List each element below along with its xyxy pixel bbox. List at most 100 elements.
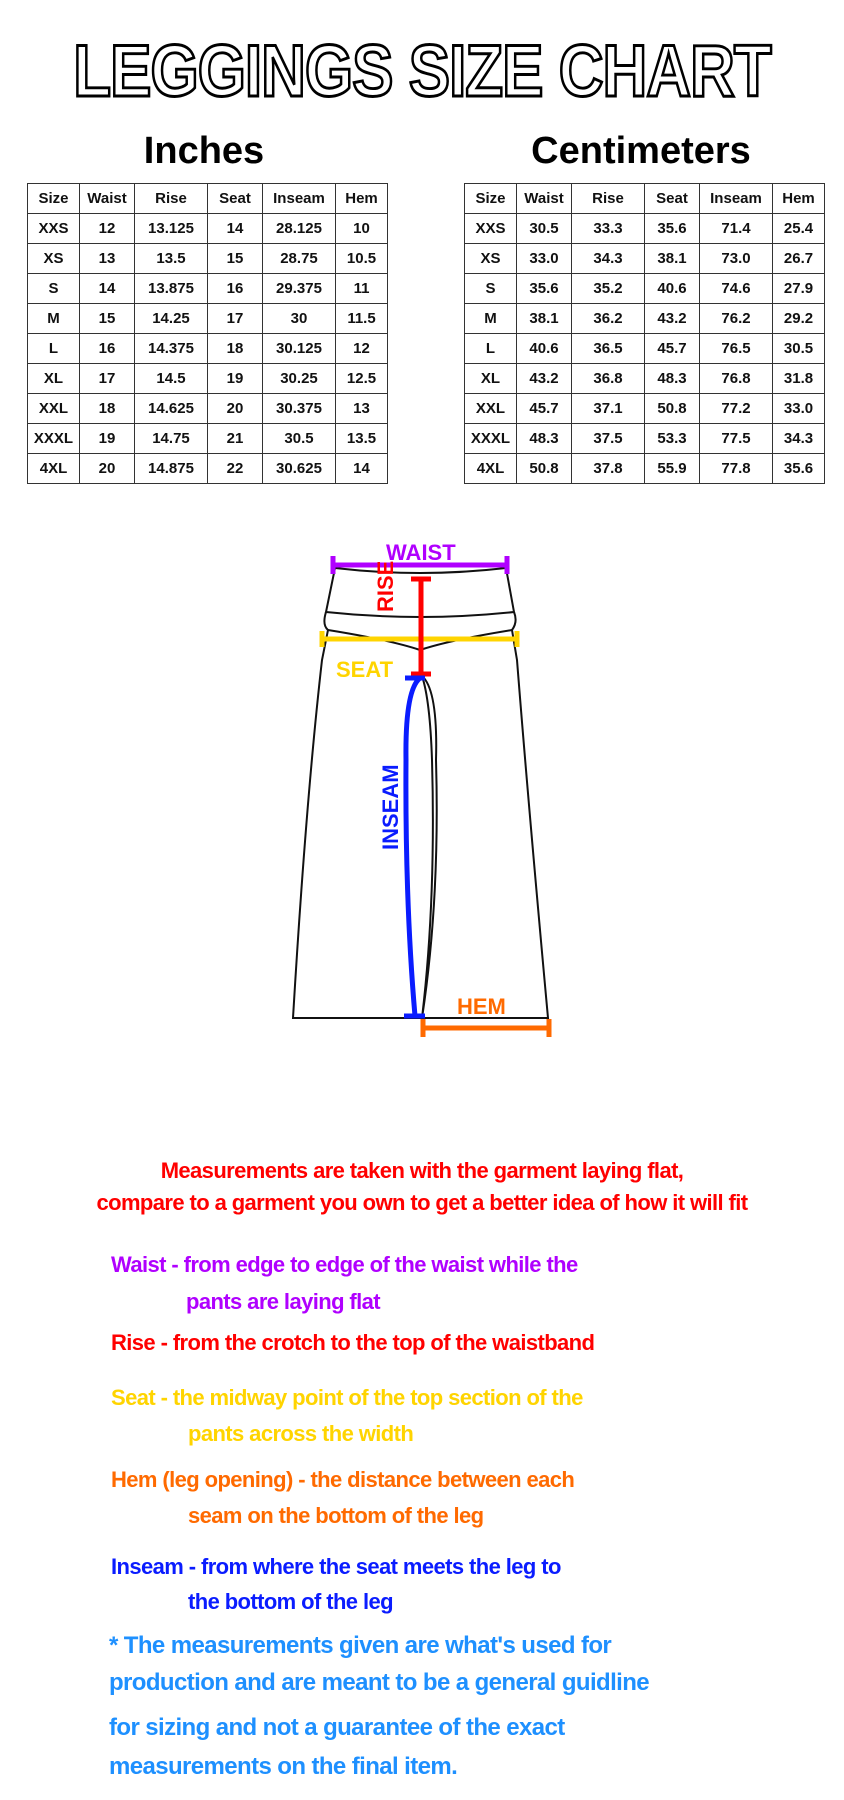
- seat-definition-line1: Seat - the midway point of the top secti…: [111, 1385, 583, 1410]
- table-cell: 13.125: [134, 213, 208, 244]
- table-cell: 27.9: [772, 273, 825, 304]
- waist-definition-line2: pants are laying flat: [186, 1289, 381, 1314]
- disclaimer-line2: production and are meant to be a general…: [109, 1669, 650, 1696]
- hem-definition-line1: Hem (leg opening) - the distance between…: [111, 1467, 575, 1492]
- table-cell: 15: [207, 243, 263, 274]
- inches-heading: Inches: [143, 130, 265, 172]
- table-cell: 33.3: [571, 213, 645, 244]
- table-cell: 31.8: [772, 363, 825, 394]
- table-cell: 53.3: [644, 423, 700, 454]
- table-cell: 10: [335, 213, 388, 244]
- table-cell: 38.1: [516, 303, 572, 334]
- table-cell: 14.5: [134, 363, 208, 394]
- table-cell: 18: [79, 393, 135, 424]
- table-cell: 13.5: [335, 423, 388, 454]
- table-cell: 35.6: [644, 213, 700, 244]
- table-cell: 77.8: [699, 453, 773, 484]
- table-cell: 43.2: [644, 303, 700, 334]
- table-cell: 50.8: [516, 453, 572, 484]
- table-cell: 14.375: [134, 333, 208, 364]
- rise-label: RISE: [373, 560, 398, 612]
- table-cell: 22: [207, 453, 263, 484]
- table-cell: 74.6: [699, 273, 773, 304]
- column-header: Inseam: [262, 183, 336, 214]
- table-cell: 30.375: [262, 393, 336, 424]
- hem-label: HEM: [457, 994, 506, 1019]
- table-cell: 30.125: [262, 333, 336, 364]
- table-cell: 30.5: [516, 213, 572, 244]
- table-cell: 14.625: [134, 393, 208, 424]
- column-header: Rise: [571, 183, 645, 214]
- page-title: LEGGINGS SIZE CHART: [72, 30, 773, 114]
- centimeters-heading: Centimeters: [531, 130, 751, 172]
- disclaimer-line4: measurements on the final item.: [109, 1753, 458, 1780]
- table-cell: 25.4: [772, 213, 825, 244]
- table-cell: 14: [335, 453, 388, 484]
- table-cell: 4XL: [27, 453, 80, 484]
- table-cell: 16: [79, 333, 135, 364]
- table-cell: 28.75: [262, 243, 336, 274]
- table-cell: 20: [207, 393, 263, 424]
- table-cell: 29.2: [772, 303, 825, 334]
- table-cell: L: [464, 333, 517, 364]
- table-cell: 77.5: [699, 423, 773, 454]
- seat-label: SEAT: [336, 657, 394, 682]
- disclaimer-line3: for sizing and not a guarantee of the ex…: [109, 1714, 565, 1741]
- table-cell: S: [27, 273, 80, 304]
- waist-label: WAIST: [386, 540, 456, 565]
- table-cell: 35.6: [772, 453, 825, 484]
- table-cell: 45.7: [516, 393, 572, 424]
- column-header: Hem: [335, 183, 388, 214]
- seat-definition-line2: pants across the width: [188, 1421, 414, 1446]
- table-cell: 12: [335, 333, 388, 364]
- table-cell: XXL: [27, 393, 80, 424]
- rise-definition: Rise - from the crotch to the top of the…: [111, 1330, 595, 1355]
- table-cell: 37.1: [571, 393, 645, 424]
- table-cell: 40.6: [516, 333, 572, 364]
- table-cell: 17: [207, 303, 263, 334]
- table-cell: 37.5: [571, 423, 645, 454]
- table-cell: 11: [335, 273, 388, 304]
- flat-note-line2: compare to a garment you own to get a be…: [96, 1190, 748, 1215]
- table-cell: 17: [79, 363, 135, 394]
- column-header: Hem: [772, 183, 825, 214]
- column-header: Size: [27, 183, 80, 214]
- waist-measure-line: [330, 556, 510, 574]
- leggings-diagram: [291, 556, 552, 1037]
- table-cell: 35.2: [571, 273, 645, 304]
- table-cell: 50.8: [644, 393, 700, 424]
- table-cell: 71.4: [699, 213, 773, 244]
- table-cell: 55.9: [644, 453, 700, 484]
- column-header: Waist: [79, 183, 135, 214]
- inseam-measure-line: [403, 675, 425, 1019]
- table-cell: 14: [207, 213, 263, 244]
- table-cell: L: [27, 333, 80, 364]
- table-cell: 26.7: [772, 243, 825, 274]
- column-header: Waist: [516, 183, 572, 214]
- table-cell: 30.5: [772, 333, 825, 364]
- table-cell: 12: [79, 213, 135, 244]
- table-cell: 20: [79, 453, 135, 484]
- table-cell: M: [464, 303, 517, 334]
- table-cell: 13.875: [134, 273, 208, 304]
- table-cell: 45.7: [644, 333, 700, 364]
- table-cell: 33.0: [772, 393, 825, 424]
- table-cell: 13: [335, 393, 388, 424]
- table-cell: 13.5: [134, 243, 208, 274]
- disclaimer-line1: * The measurements given are what's used…: [109, 1632, 612, 1659]
